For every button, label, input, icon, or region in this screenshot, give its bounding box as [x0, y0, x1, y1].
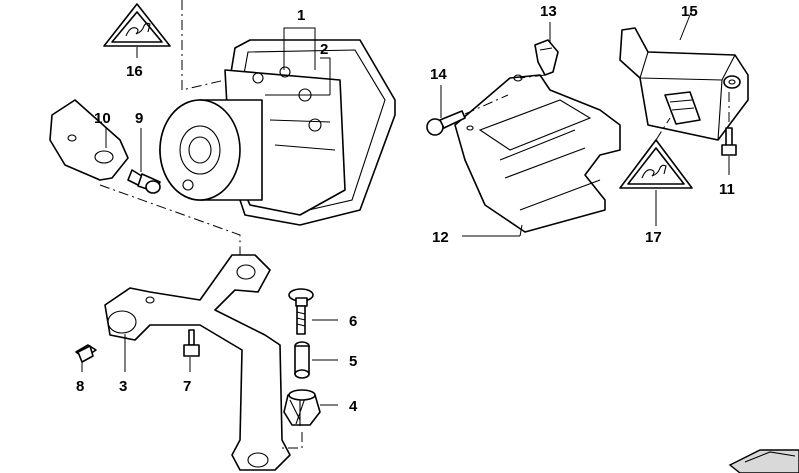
callout-17[interactable]: 17: [645, 229, 662, 246]
bolt-9[interactable]: [127, 169, 161, 194]
screw-8[interactable]: [75, 344, 97, 363]
callout-8[interactable]: 8: [76, 378, 84, 395]
callout-1[interactable]: 1: [297, 7, 305, 24]
bracket-3[interactable]: [104, 254, 291, 471]
bolt-6[interactable]: [288, 288, 314, 335]
callout-11[interactable]: 11: [719, 181, 735, 198]
warning-triangle-16[interactable]: [103, 3, 171, 58]
callout-6[interactable]: 6: [349, 313, 357, 330]
rubber-mount-4[interactable]: [283, 389, 321, 426]
sleeve-5[interactable]: [294, 341, 310, 379]
callout-3[interactable]: 3: [119, 378, 127, 395]
warning-triangle-17[interactable]: [619, 139, 693, 189]
callout-5[interactable]: 5: [349, 353, 357, 370]
callout-2[interactable]: 2: [320, 41, 328, 58]
callout-7[interactable]: 7: [183, 378, 191, 395]
bracket-12[interactable]: [454, 74, 621, 233]
bolt-14[interactable]: [426, 110, 466, 136]
corner-badge-icon: [728, 449, 799, 473]
callout-9[interactable]: 9: [135, 110, 143, 127]
callout-12[interactable]: 12: [432, 229, 449, 246]
callout-14[interactable]: 14: [430, 66, 447, 83]
hydraulic-unit[interactable]: [159, 39, 396, 226]
bracket-10[interactable]: [49, 99, 129, 181]
callout-10[interactable]: 10: [94, 110, 111, 127]
callout-15[interactable]: 15: [681, 3, 698, 20]
callout-13[interactable]: 13: [540, 3, 557, 20]
bolt-7[interactable]: [183, 329, 200, 357]
clip-13[interactable]: [534, 39, 559, 76]
callout-4[interactable]: 4: [349, 398, 358, 415]
control-module-15[interactable]: [619, 27, 749, 141]
callout-16[interactable]: 16: [126, 63, 143, 80]
screw-11[interactable]: [721, 127, 737, 156]
